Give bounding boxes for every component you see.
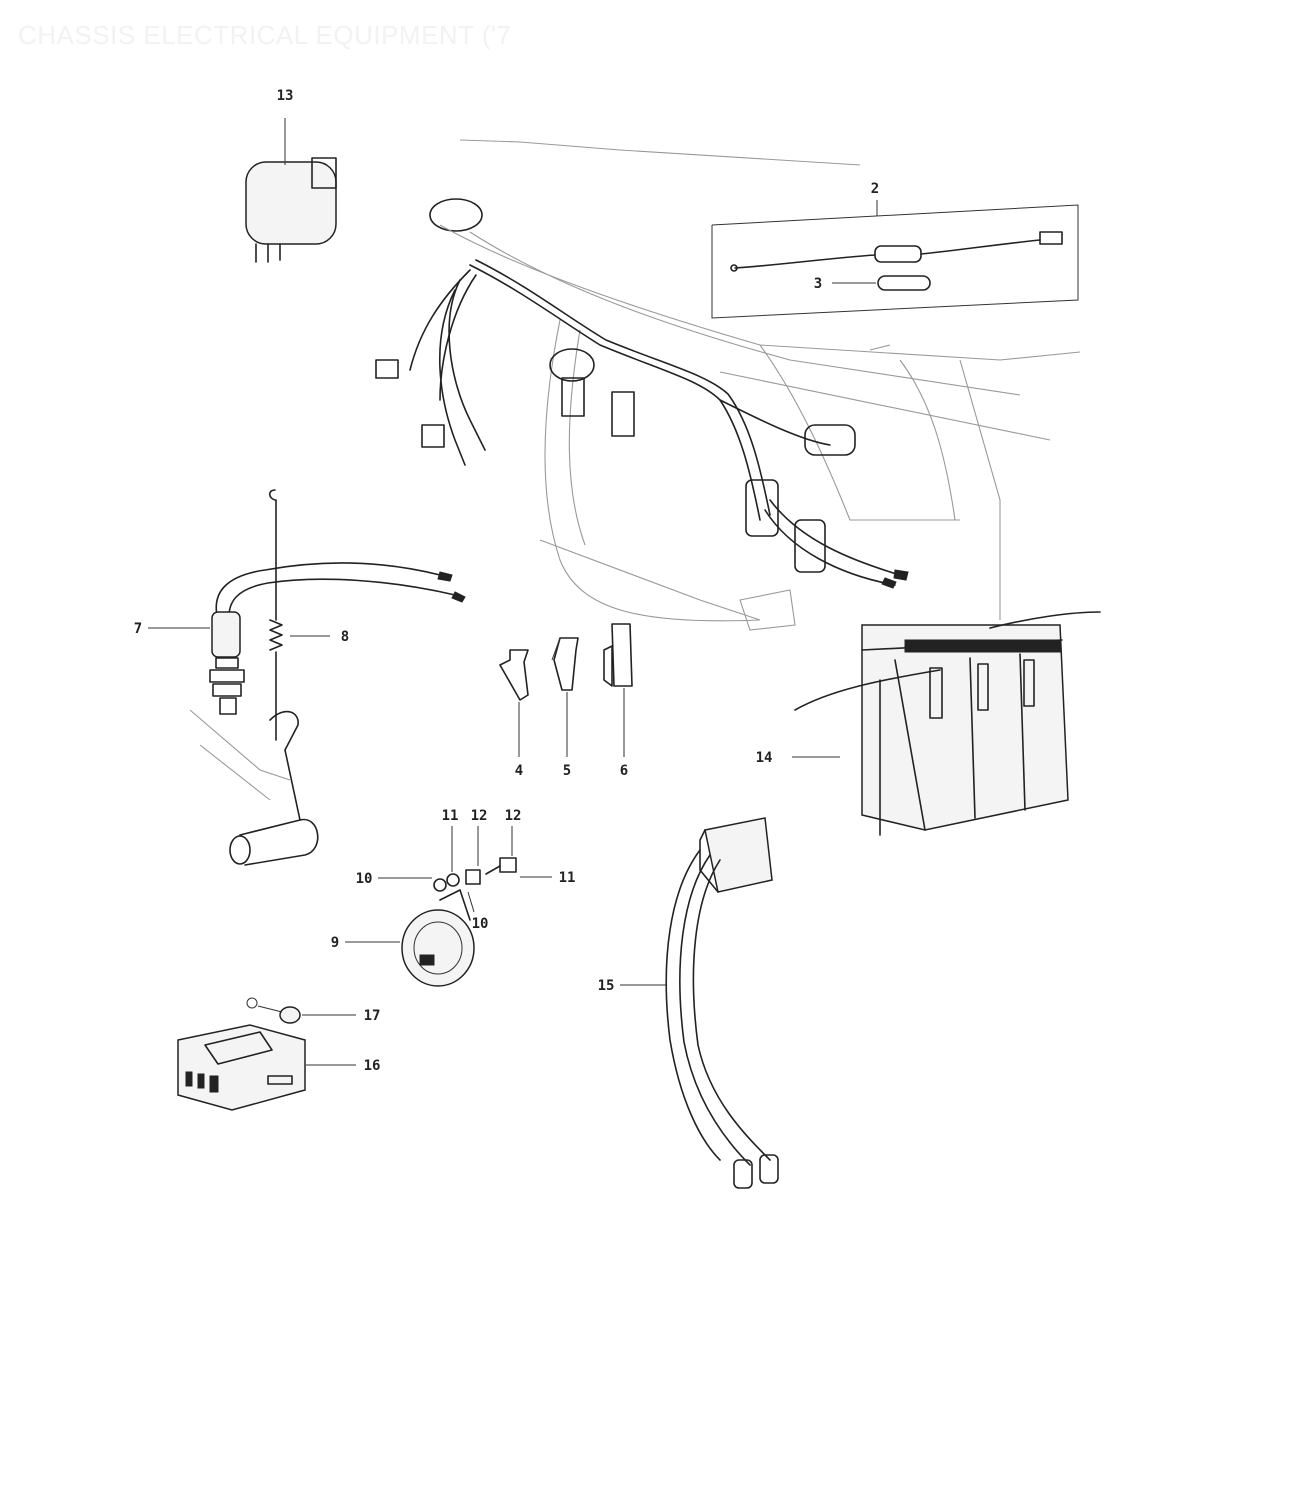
callout-15: 15 [598,978,615,994]
callout-12-left: 12 [471,808,488,824]
callout-2: 2 [871,181,879,197]
callout-9: 9 [331,935,339,951]
callout-11-top: 11 [442,808,459,824]
callout-5: 5 [563,763,571,779]
part-6-terminal [603,623,633,757]
part-7-stop-switch [148,562,466,715]
callout-3: 3 [814,276,822,292]
part-13-flasher-relay [245,118,337,263]
part-16-regulator [177,1024,356,1111]
hardware-bolts [378,826,552,913]
motorcycle-frame [429,139,1081,631]
callout-11-right: 11 [559,870,576,886]
part-9-horn [345,889,475,987]
callout-14: 14 [756,750,773,766]
part-8-spring [268,489,330,741]
callout-17: 17 [364,1008,381,1024]
part-3-fuse [832,275,931,291]
part-17-bulb [246,997,356,1024]
page-title: CHASSIS ELECTRICAL EQUIPMENT ('7 [18,20,512,50]
callout-8: 8 [341,629,349,645]
brake-pedal [189,709,319,866]
callout-10-left: 10 [356,871,373,887]
callout-4: 4 [515,763,523,779]
part-15-sub-harness [620,817,779,1189]
callout-13: 13 [277,88,294,104]
part-14-battery [792,611,1101,836]
part-5-terminal [551,637,579,757]
part-4-terminal [499,649,529,757]
part-2-fuse-holder [711,200,1079,319]
main-wiring-harness [375,259,909,589]
callout-6: 6 [620,763,628,779]
callout-10-right: 10 [472,916,489,932]
callout-16: 16 [364,1058,381,1074]
callout-12-right: 12 [505,808,522,824]
callout-7: 7 [134,621,142,637]
